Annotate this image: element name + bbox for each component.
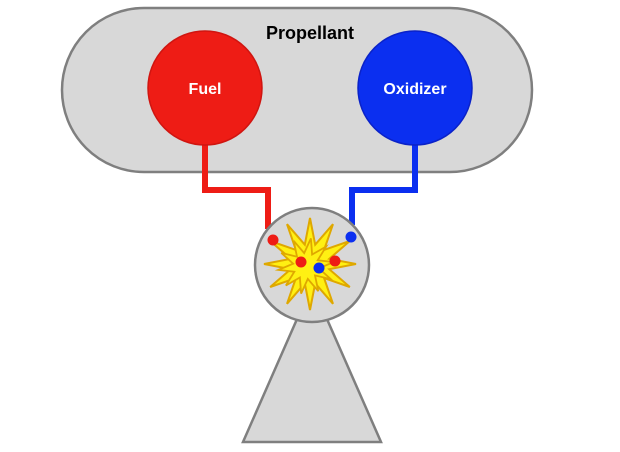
- fuel-droplet: [329, 255, 341, 267]
- oxidizer-label: Oxidizer: [383, 81, 446, 98]
- fuel-label: Fuel: [189, 81, 222, 98]
- fuel-droplet: [295, 256, 307, 268]
- fuel-droplet: [267, 234, 279, 246]
- fuel-pipe: [202, 145, 271, 229]
- oxidizer-droplet: [313, 262, 325, 274]
- fuel-circle: [147, 30, 263, 146]
- nozzle: [241, 281, 383, 444]
- oxidizer-droplet: [345, 231, 357, 243]
- oxidizer-circle: [357, 30, 473, 146]
- oxidizer-pipe: [349, 145, 418, 225]
- propellant-label: Propellant: [266, 23, 354, 43]
- explosion-starburst-inner: [274, 238, 338, 294]
